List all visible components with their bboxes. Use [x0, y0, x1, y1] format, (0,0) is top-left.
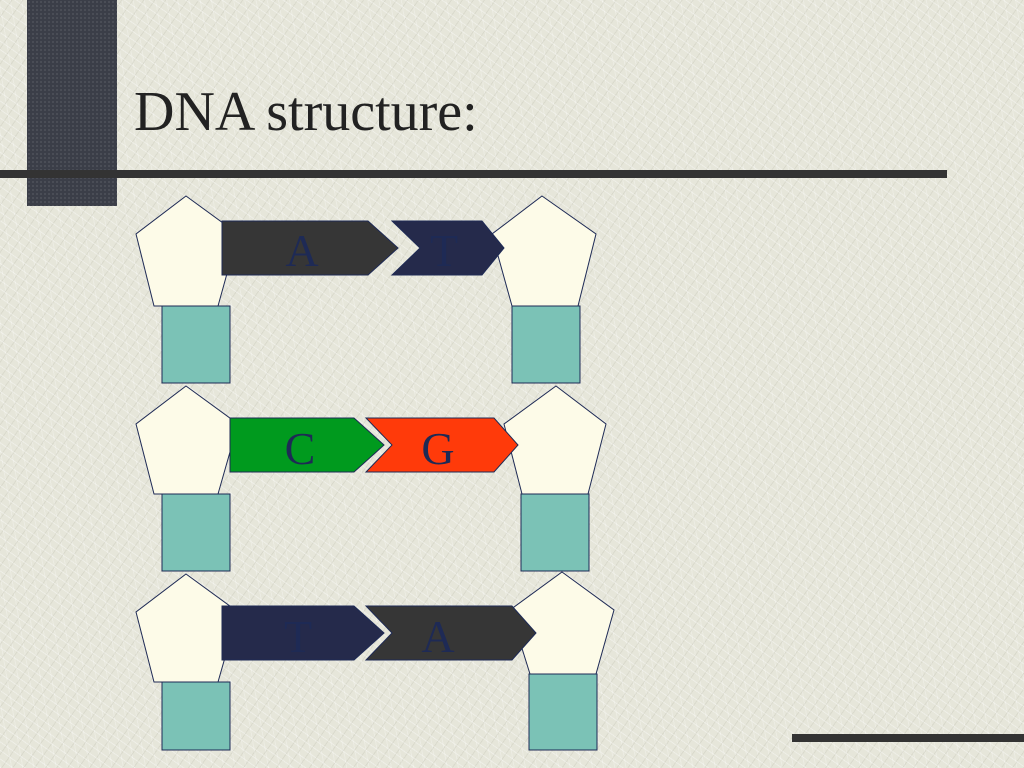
base-arrow-right-3 — [364, 605, 537, 661]
phosphate-right-3 — [528, 673, 598, 751]
base-arrow-right-2 — [364, 417, 519, 473]
phosphate-right-1 — [511, 305, 581, 384]
base-arrow-left-2 — [229, 417, 385, 473]
base-label-left-2: C — [285, 423, 316, 474]
base-label-right-1: T — [430, 225, 458, 276]
footer-rule — [792, 734, 1024, 742]
nucleotide-pair-1: A T — [135, 195, 597, 384]
base-label-right-2: G — [421, 423, 454, 474]
nucleotide-pair-2: C G — [135, 385, 607, 572]
base-label-left-3: T — [284, 611, 312, 662]
sugar-pentagon-right-2 — [503, 385, 607, 495]
phosphate-left-3 — [161, 681, 231, 751]
phosphate-left-2 — [161, 493, 231, 572]
base-arrow-right-1 — [390, 220, 505, 276]
phosphate-right-2 — [520, 493, 590, 572]
phosphate-left-1 — [161, 305, 231, 384]
base-label-left-1: A — [285, 225, 318, 276]
nucleotide-pair-3: T A — [135, 571, 615, 751]
title-underline-rule — [0, 170, 947, 178]
sugar-pentagon-left-2 — [135, 385, 239, 495]
base-label-right-3: A — [421, 611, 454, 662]
base-arrow-left-3 — [221, 605, 385, 661]
base-arrow-left-1 — [221, 220, 399, 276]
sugar-pentagon-right-1 — [491, 195, 597, 307]
slide-title: DNA structure: — [134, 81, 478, 143]
